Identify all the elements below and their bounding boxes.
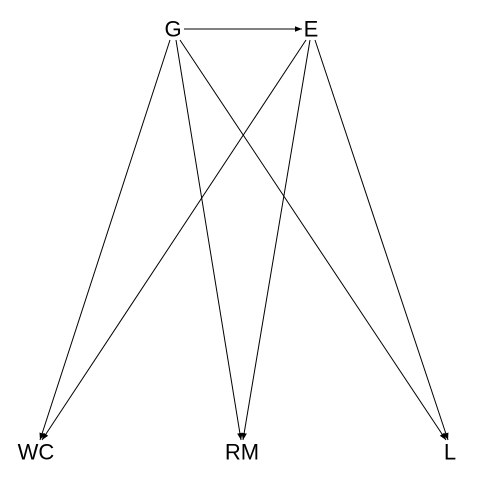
edge-e-to-l — [314, 39, 449, 441]
nodes-group: G E WC RM L — [18, 17, 456, 465]
node-wc: WC — [18, 440, 55, 465]
edges-group — [39, 26, 449, 441]
edge-g-to-l — [179, 39, 447, 441]
edge-e-to-wc — [41, 39, 307, 441]
node-g: G — [164, 17, 181, 42]
edge-g-to-rm — [175, 39, 243, 441]
node-l: L — [444, 440, 456, 465]
node-rm: RM — [225, 440, 259, 465]
edge-g-to-wc — [39, 39, 171, 441]
node-e: E — [304, 17, 319, 42]
edge-e-to-rm — [241, 39, 311, 441]
